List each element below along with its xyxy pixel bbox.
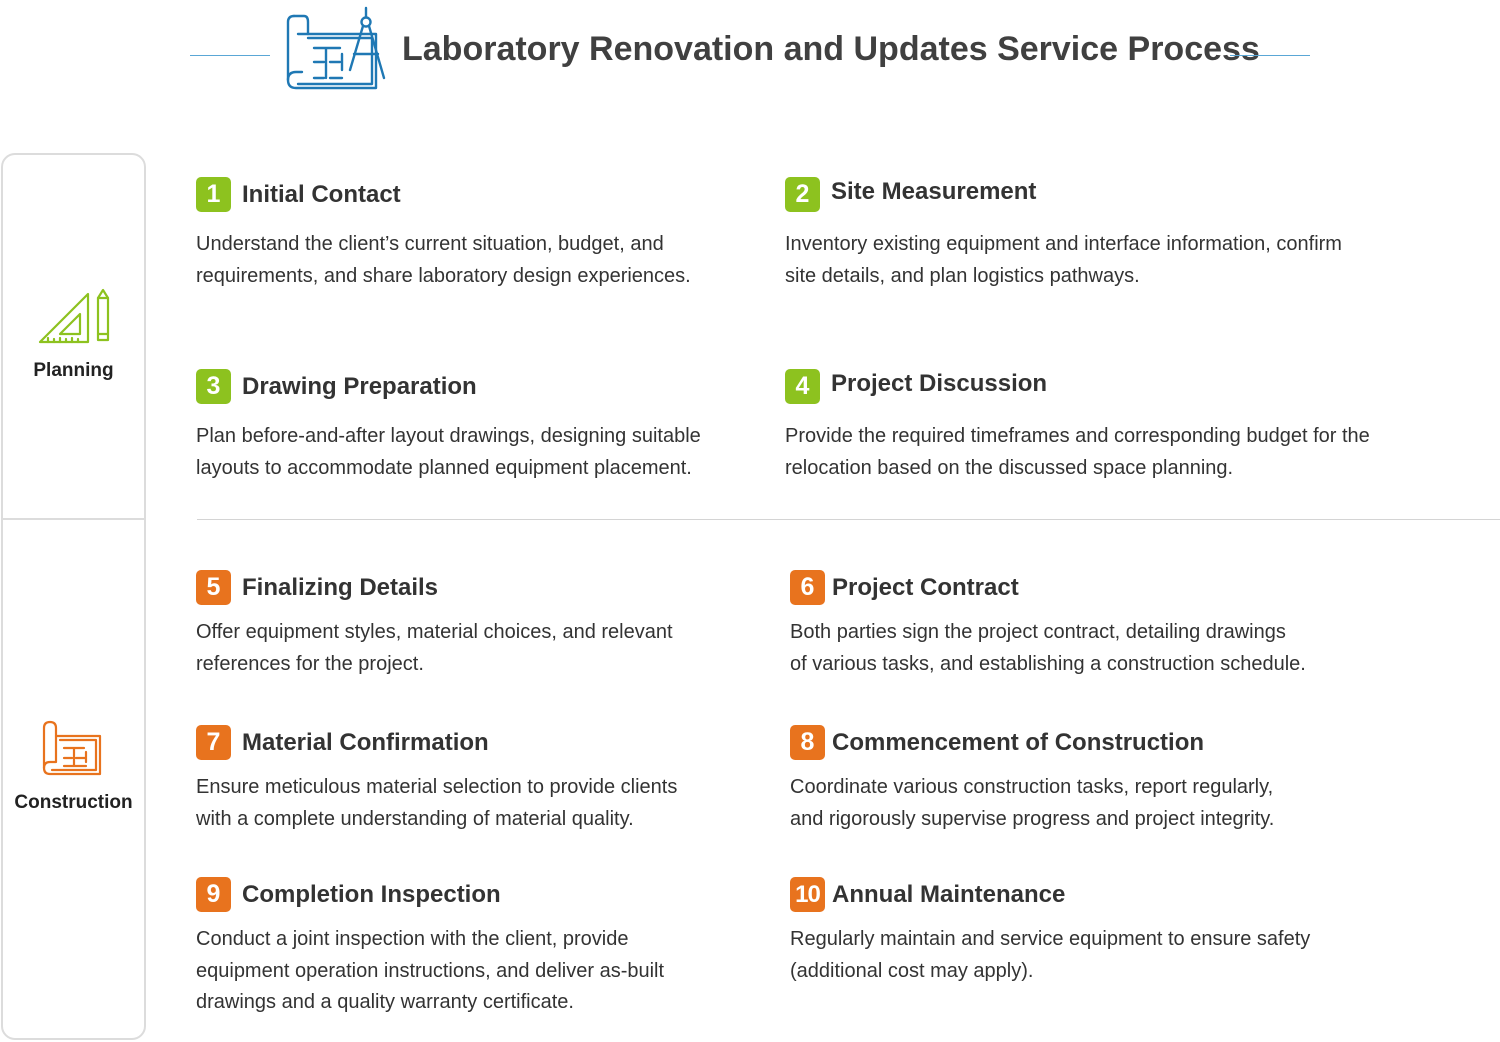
step-title: Finalizing Details [242, 574, 439, 601]
header-rule-right [1230, 55, 1310, 56]
step-number-badge: 7 [196, 725, 231, 760]
step-description: Ensure meticulous material selection to … [196, 776, 678, 830]
step-number-badge: 9 [196, 877, 231, 912]
step-number-badge: 10 [790, 877, 825, 912]
blueprint-compass-icon [286, 6, 386, 90]
step-title: Initial Contact [242, 181, 401, 208]
step-number-badge: 3 [196, 369, 231, 404]
phase-divider [2, 518, 145, 520]
step-description: Inventory existing equipment and interfa… [785, 233, 1342, 287]
step-title: Annual Maintenance [832, 881, 1066, 908]
blueprint-icon [42, 720, 102, 776]
step-6: 6 Project Contract Both parties sign the… [790, 570, 1490, 680]
step-number-badge: 2 [785, 177, 820, 212]
step-title: Drawing Preparation [242, 373, 477, 400]
step-3: 3 Drawing Preparation Plan before-and-af… [196, 369, 766, 484]
step-description: Offer equipment styles, material choices… [196, 621, 673, 675]
step-number-badge: 1 [196, 177, 231, 212]
step-7: 7 Material Confirmation Ensure meticulou… [196, 725, 766, 835]
step-number-badge: 8 [790, 725, 825, 760]
header-rule-left [190, 55, 270, 56]
step-4: 4 Project Discussion Provide the require… [785, 369, 1485, 484]
step-title: Site Measurement [831, 178, 1037, 205]
step-description: Provide the required timeframes and corr… [785, 425, 1370, 479]
step-2: 2 Site Measurement Inventory existing eq… [785, 177, 1485, 292]
step-title: Material Confirmation [242, 729, 489, 756]
step-description: Understand the client’s current situatio… [196, 233, 691, 287]
step-description: Conduct a joint inspection with the clie… [196, 928, 665, 1013]
step-description: Both parties sign the project contract, … [790, 621, 1306, 675]
step-description: Plan before-and-after layout drawings, d… [196, 425, 701, 479]
step-number-badge: 6 [790, 570, 825, 605]
step-title: Completion Inspection [242, 881, 501, 908]
step-5: 5 Finalizing Details Offer equipment sty… [196, 570, 766, 680]
step-title: Project Contract [832, 574, 1019, 601]
section-divider [197, 519, 1500, 520]
phase-label-planning: Planning [33, 360, 114, 381]
step-description: Coordinate various construction tasks, r… [790, 776, 1275, 830]
step-description: Regularly maintain and service equipment… [790, 928, 1311, 982]
triangle-ruler-pencil-icon [38, 288, 110, 344]
step-number-badge: 5 [196, 570, 231, 605]
phase-label-construction: Construction [14, 792, 133, 813]
page-title: Laboratory Renovation and Updates Servic… [402, 30, 1260, 68]
step-title: Commencement of Construction [832, 729, 1205, 756]
step-1: 1 Initial Contact Understand the client’… [196, 177, 766, 292]
step-10: 10 Annual Maintenance Regularly maintain… [790, 877, 1490, 987]
step-8: 8 Commencement of Construction Coordinat… [790, 725, 1490, 835]
phase-panel [1, 153, 146, 1040]
step-9: 9 Completion Inspection Conduct a joint … [196, 877, 766, 1019]
step-title: Project Discussion [831, 370, 1048, 397]
step-number-badge: 4 [785, 369, 820, 404]
